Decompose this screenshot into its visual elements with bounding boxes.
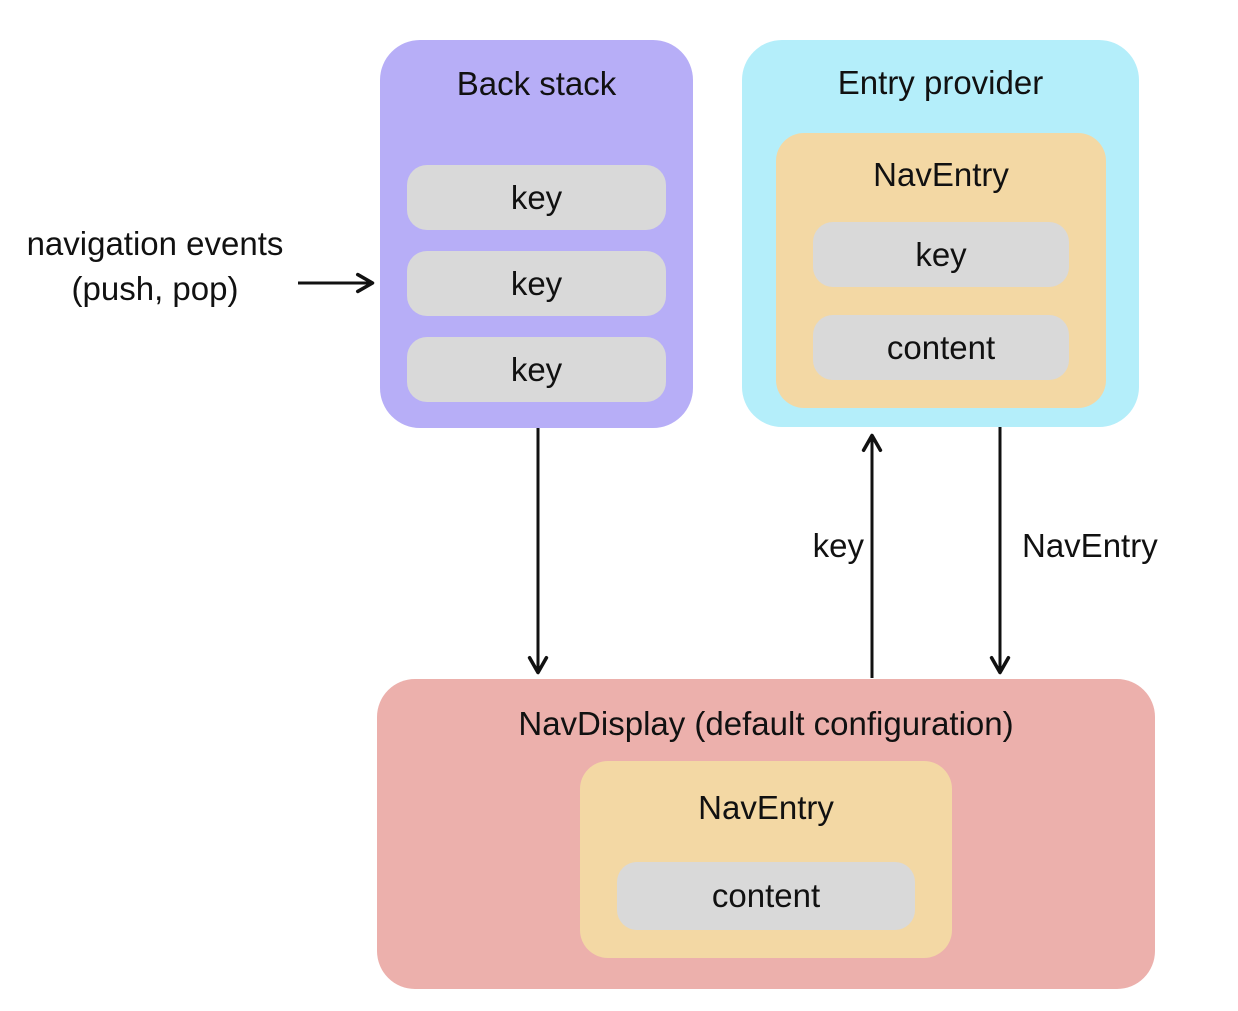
nav-entry-content-pill: content [813,315,1069,380]
nav-display-title: NavDisplay (default configuration) [518,705,1014,742]
entry-provider-title: Entry provider [837,64,1044,101]
navigation-events-label: navigation events (push, pop) [8,221,302,311]
nav-entry-box: NavEntry key content [776,133,1106,408]
back-stack-title: Back stack [456,65,617,102]
navigation-events-line2: (push, pop) [71,270,239,307]
key-arrow-label: key [812,527,864,564]
nav-entry-key-pill: key [813,222,1069,287]
back-stack-box: Back stack key key key [380,40,693,428]
nav-entry-content-pill: content [617,862,915,930]
nav-display-box: NavDisplay (default configuration) NavEn… [377,679,1155,989]
back-stack-key-pill: key [407,251,666,316]
navigation-events-line1: navigation events [26,225,284,262]
back-stack-key-pill: key [407,165,666,230]
entry-provider-box: Entry provider NavEntry key content [742,40,1139,427]
nav-entry-title: NavEntry [698,789,834,826]
back-stack-key-pill: key [407,337,666,402]
naventry-arrow-label: NavEntry [1022,527,1158,564]
nav-entry-title: NavEntry [873,156,1009,193]
nav-entry-box: NavEntry content [580,761,952,958]
